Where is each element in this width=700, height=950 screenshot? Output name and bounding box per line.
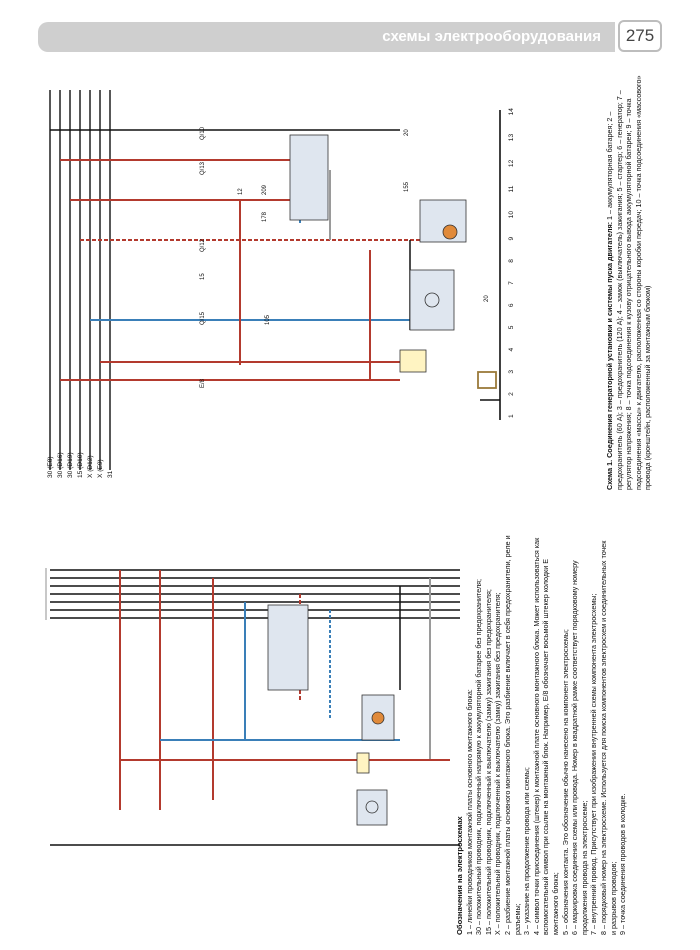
- legend-item: 30 – положительный проводник, подключенн…: [474, 578, 484, 935]
- bus-label: 30 (D16): [57, 452, 64, 478]
- column-number: 10: [508, 210, 515, 219]
- column-number: 2: [508, 392, 515, 396]
- bus-label: 31: [107, 470, 114, 478]
- bus-label: X (D12): [87, 455, 94, 478]
- wire-tag: E/8: [200, 378, 206, 388]
- section-title: схемы электрооборудования: [382, 28, 601, 45]
- legend-item: 9 – точка соединения проводов в колодке.: [618, 793, 628, 935]
- legend-item: 8 – порядковый номер на электросхеме. Ис…: [598, 540, 618, 935]
- legend-item: X – положительный проводник, подключенны…: [493, 592, 503, 935]
- column-number: 14: [508, 108, 515, 116]
- wire-tag: Q/13: [200, 161, 206, 175]
- column-number: 9: [508, 236, 515, 241]
- legend-item: 3 – указание на продолжение провода или …: [522, 767, 532, 935]
- wire-tag: 12: [238, 188, 244, 195]
- wire-tag: Q/10: [200, 126, 206, 140]
- wire-tag: 20: [484, 295, 490, 302]
- bus-label: 30 (E8): [47, 456, 54, 478]
- wire-tag: Q/15: [200, 311, 206, 325]
- bus-label: X (E9): [97, 459, 104, 478]
- legend-heading: Обозначения на электросхемах: [455, 816, 464, 935]
- wire-tag: 178: [262, 211, 268, 222]
- bus-label: 30 (D19): [67, 452, 74, 478]
- legend-item: 2 – разбиение монтажной платы основного …: [502, 535, 522, 935]
- legend-item: 6 – маркировка соединения схемы или пров…: [570, 560, 589, 935]
- column-number: 4: [508, 347, 515, 352]
- column-number: 8: [508, 259, 515, 263]
- legend-item: 15 – положительный проводник, подключенн…: [483, 589, 493, 935]
- wire-tag: 15: [200, 273, 206, 280]
- legend-item: 5 – обозначения контакта. Это обозначени…: [560, 629, 570, 935]
- column-number: 5: [508, 325, 515, 330]
- column-number: 13: [508, 133, 515, 142]
- column-number: 11: [508, 185, 515, 193]
- wire-tag: 20: [404, 129, 410, 136]
- legend-item: 7 – внутренний провод. Присутствует при …: [589, 593, 599, 935]
- main-wiring-diagram: [49, 90, 501, 470]
- bus-labels: 30 (E8) 30 (D16) 30 (D19) 15 (D10) X (D1…: [46, 452, 116, 478]
- legend-block: Обозначения на электросхемах 1 – линейки…: [455, 535, 628, 935]
- caption-title: Схема 1. Соединения генераторной установ…: [605, 221, 614, 490]
- page-number: 275: [618, 20, 662, 52]
- wire-tag: 209: [262, 184, 268, 195]
- bus-label: 15 (D10): [77, 452, 84, 478]
- column-number: 12: [508, 159, 515, 168]
- column-number: 6: [508, 303, 515, 308]
- page-header: схемы электрооборудования: [38, 22, 615, 52]
- column-number: 7: [508, 281, 515, 285]
- wire-tag: 105: [265, 314, 271, 325]
- wire-tag: 155: [404, 181, 410, 192]
- column-number: 3: [508, 369, 515, 374]
- legend-item: 4 – символ точки присоединения (штекер) …: [531, 537, 560, 935]
- legend-item: 1 – линейки проводников монтажной платы …: [464, 689, 474, 935]
- wire-tag: Q/12: [200, 238, 206, 252]
- diagram-caption: Схема 1. Соединения генераторной установ…: [605, 70, 653, 490]
- column-number: 1: [508, 414, 515, 418]
- legend-example-diagram: [45, 568, 460, 846]
- column-numbers: 1 2 3 4 5 6 7 8 9 10 11 12 13 14: [508, 108, 515, 418]
